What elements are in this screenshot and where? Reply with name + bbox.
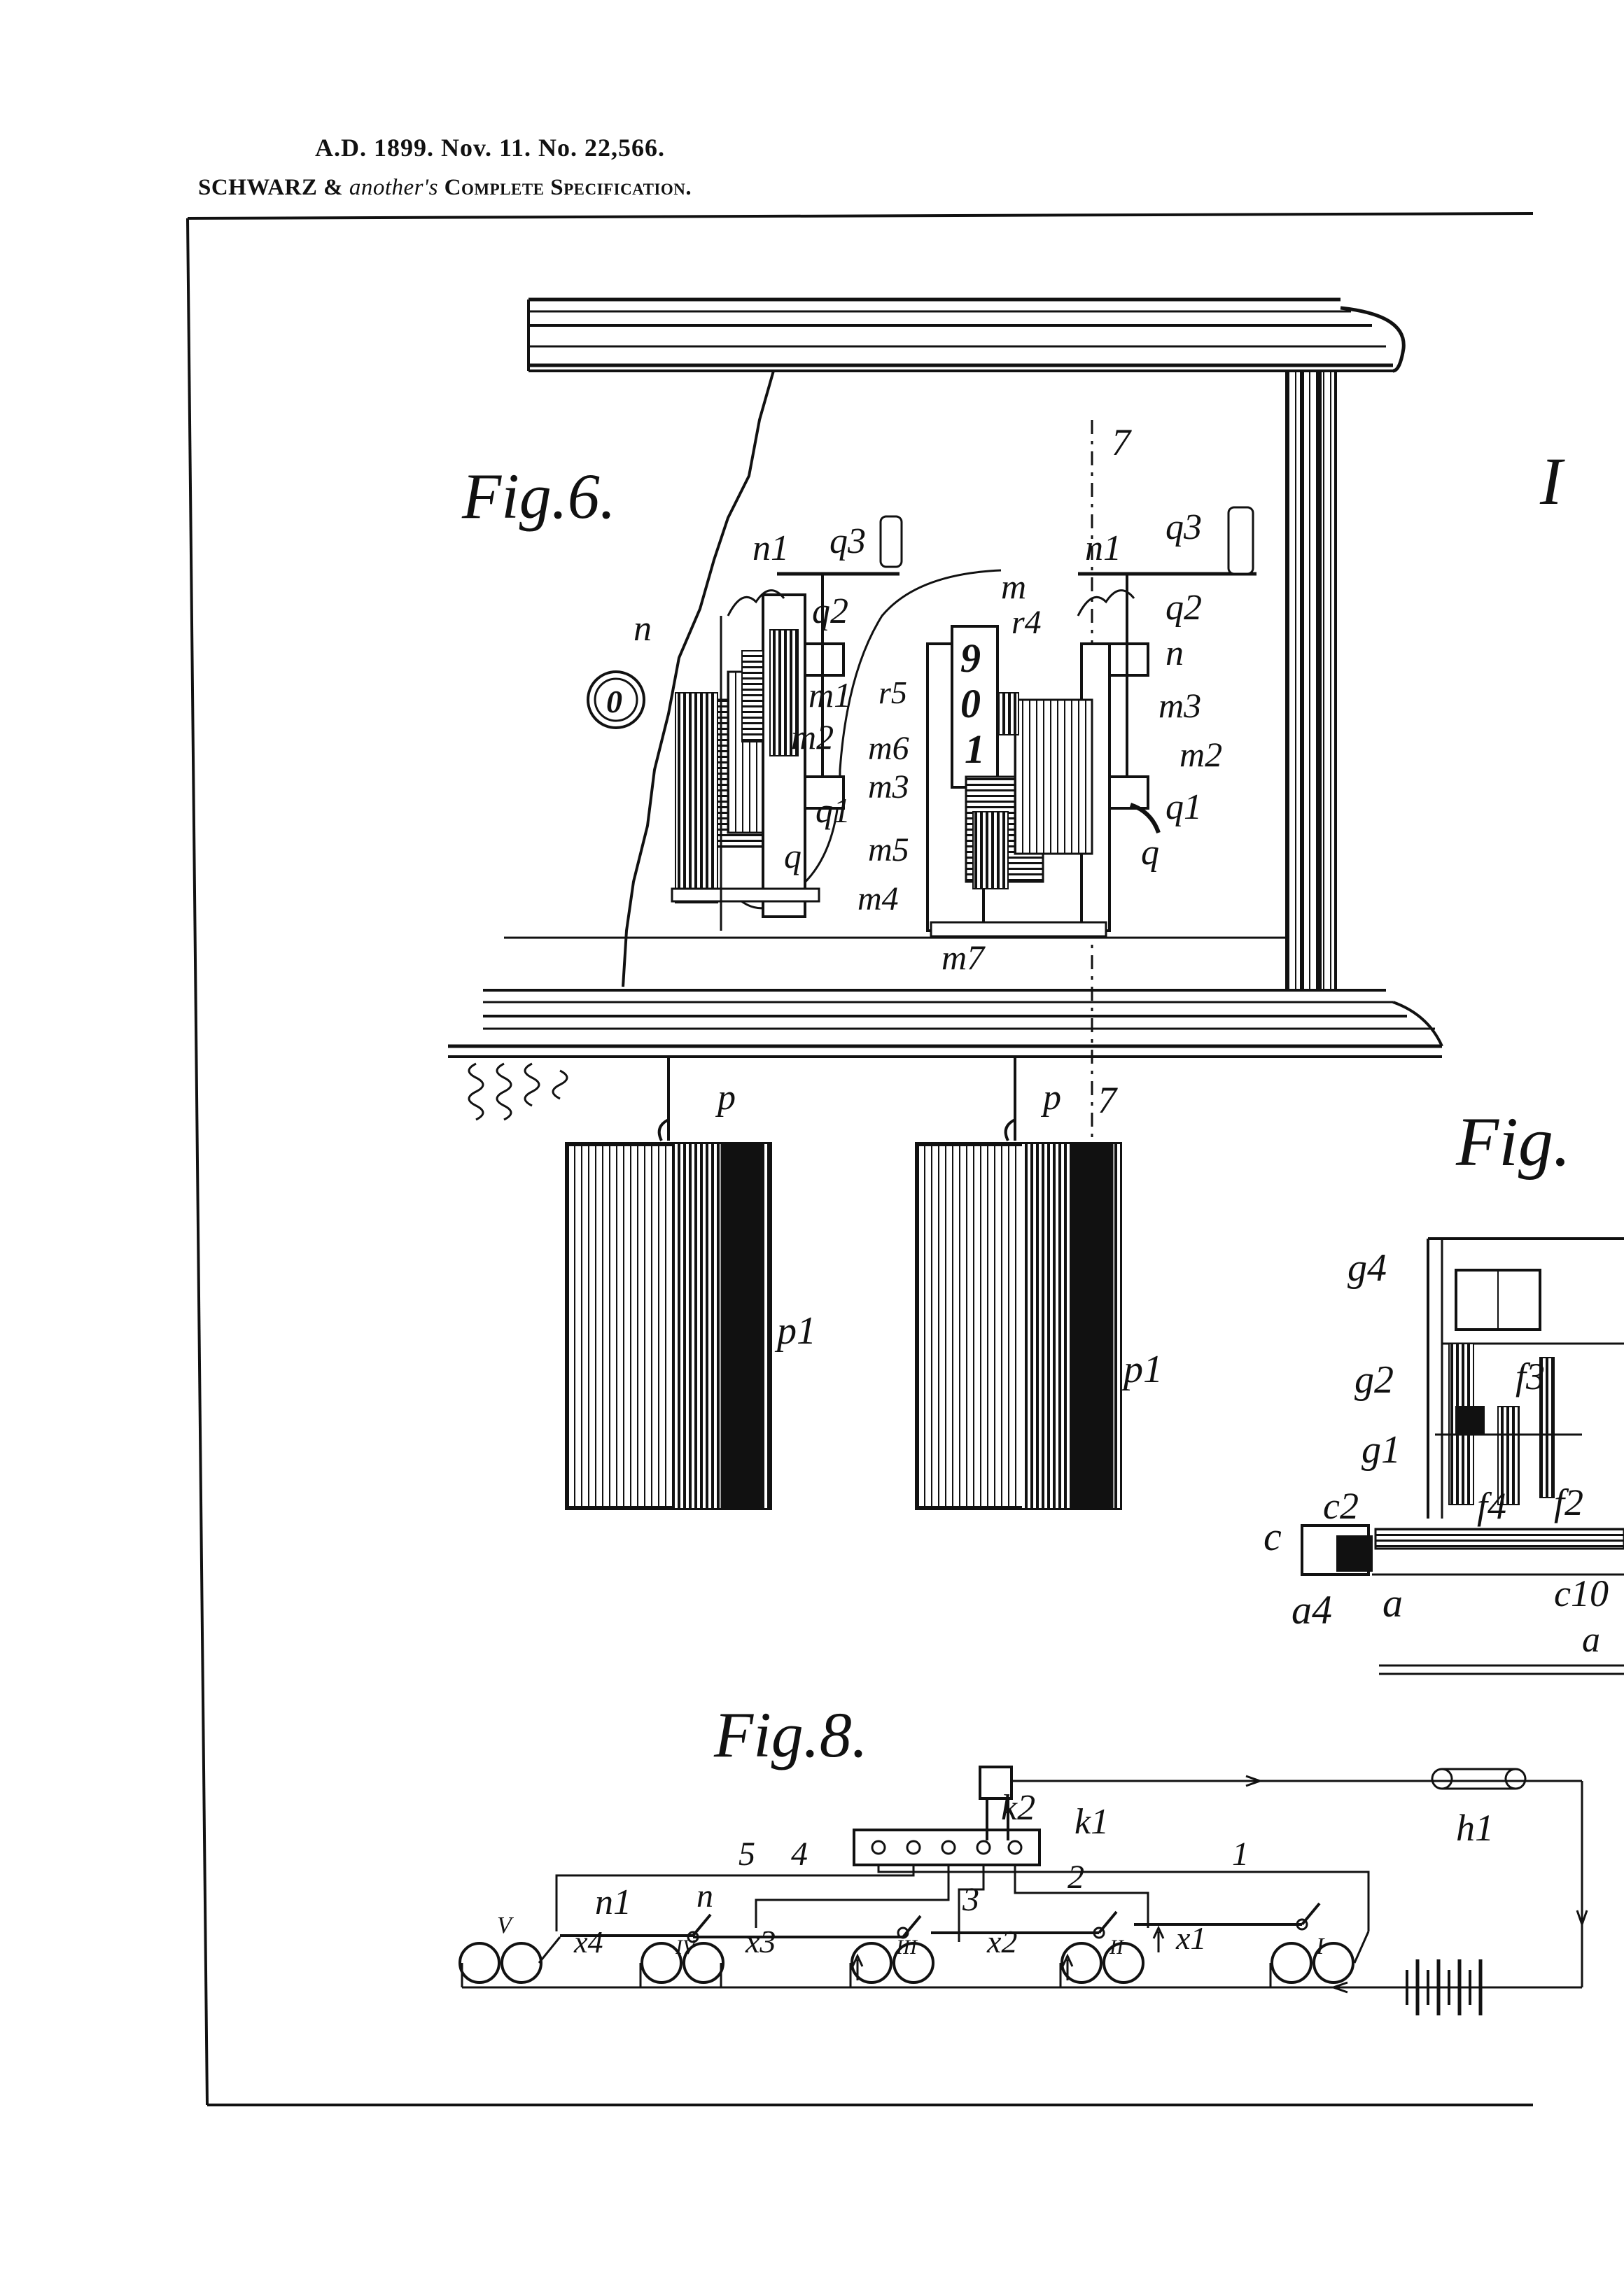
label-p-left: p [715, 1078, 736, 1118]
label-g2: g2 [1354, 1358, 1394, 1402]
coil-III [849, 1927, 934, 1987]
section-mark-top: 7 [1112, 421, 1132, 463]
cabinet-base [448, 936, 1443, 1058]
label-r5: r5 [878, 675, 907, 710]
label-n1-fig8: n1 [595, 1882, 631, 1922]
counter-digit-2: 0 [960, 681, 981, 726]
label-a: a [1382, 1580, 1403, 1626]
fig7-title: Fig. [1455, 1103, 1571, 1181]
right-counter-mechanism [926, 506, 1256, 938]
specification-title: SCHWARZ & another's Complete Specificati… [198, 175, 692, 201]
counter-digit-3: 1 [965, 726, 985, 772]
label-m2-right: m2 [1180, 735, 1222, 774]
right-weight [915, 1057, 1122, 1510]
roman-II: II [1109, 1936, 1125, 1959]
page-border [186, 212, 1534, 2106]
label-k1: k1 [1074, 1802, 1109, 1842]
wire-number-2: 2 [1068, 1859, 1084, 1896]
left-weight [565, 1057, 772, 1510]
label-g4: g4 [1348, 1246, 1387, 1290]
label-c: c [1264, 1514, 1282, 1559]
label-r4: r4 [1011, 604, 1042, 641]
figure-8-circuit: Fig.8. [458, 1699, 1588, 2015]
label-n1-left: n1 [752, 528, 789, 568]
cabinet-right-pillar [1285, 369, 1337, 992]
broken-away-line [622, 370, 775, 987]
label-p-right: p [1040, 1078, 1061, 1118]
cabinet-top-cornice [527, 297, 1406, 373]
coil-II [1059, 1925, 1165, 1987]
label-m5: m5 [868, 831, 909, 868]
section-mark-bottom: 7 [1098, 1079, 1118, 1121]
coil-I [1269, 1918, 1370, 1987]
label-m3-right: m3 [1158, 686, 1201, 725]
figure-7-partial: Fig. g4 g2 f3 g1 f4 f2 c2 c a4 a c10 a [1264, 1103, 1624, 1675]
label-m3-left: m3 [868, 768, 909, 805]
label-q1-right: q1 [1166, 787, 1202, 827]
specification-word: Complete Specification. [438, 175, 692, 200]
zero-disc-inner [594, 677, 638, 722]
label-m1-left: m1 [808, 675, 851, 714]
fig8-title: Fig.8. [713, 1699, 868, 1770]
wire-number-5: 5 [738, 1836, 755, 1873]
label-x2: x2 [986, 1924, 1017, 1959]
label-n-right: n [1166, 633, 1184, 673]
label-m4: m4 [858, 880, 899, 917]
wire-number-1: 1 [1232, 1836, 1249, 1873]
roman-IV: IV [675, 1936, 698, 1959]
edge-fragment-glyph: I [1539, 444, 1565, 519]
coil-IV [639, 1931, 724, 1987]
wire-number-3: 3 [962, 1881, 979, 1918]
label-q-left: q [784, 836, 802, 875]
zero-disc-label: 0 [606, 684, 622, 719]
patent-date-header: A.D. 1899. Nov. 11. No. 22,566. [315, 134, 666, 162]
label-a4: a4 [1292, 1587, 1332, 1633]
label-n-fig8: n [696, 1878, 713, 1915]
label-h1: h1 [1456, 1807, 1494, 1849]
label-p1-left: p1 [774, 1309, 816, 1353]
label-q3-left: q3 [830, 521, 866, 561]
label-g1: g1 [1362, 1428, 1401, 1472]
label-c10: c10 [1554, 1572, 1609, 1614]
label-m2-left: m2 [791, 717, 834, 756]
inventor-name: SCHWARZ & [198, 175, 349, 200]
label-x1: x1 [1175, 1920, 1206, 1956]
label-f2: f2 [1554, 1481, 1583, 1523]
label-x3: x3 [745, 1924, 776, 1959]
label-f3: f3 [1516, 1355, 1545, 1397]
roman-V: V [497, 1913, 514, 1938]
label-x4: x4 [573, 1925, 603, 1959]
label-m: m [1001, 567, 1026, 606]
label-p1-right: p1 [1121, 1348, 1163, 1391]
label-q2-left: q2 [812, 591, 848, 631]
roman-I: I [1315, 1934, 1325, 1959]
another-word: another's [349, 175, 438, 200]
figure-6: 9 0 1 0 Fig.6. 7 [448, 297, 1443, 1510]
coil-V [458, 1936, 561, 1987]
label-n-left: n [634, 609, 652, 649]
label-q1-left: q1 [816, 791, 850, 830]
label-q3-right: q3 [1166, 507, 1202, 547]
label-n1-right: n1 [1085, 528, 1121, 568]
label-q2-right: q2 [1166, 588, 1202, 628]
label-m6: m6 [868, 730, 909, 767]
coiled-wires [468, 1062, 568, 1121]
zero-disc-outer [587, 670, 645, 729]
label-f4: f4 [1477, 1485, 1506, 1527]
label-c2: c2 [1323, 1485, 1359, 1527]
fig6-title: Fig.6. [461, 460, 616, 532]
label-a-bottom: a [1582, 1620, 1600, 1660]
label-k2: k2 [1001, 1788, 1035, 1828]
label-m7: m7 [941, 938, 986, 977]
counter-digit-1: 9 [960, 635, 981, 681]
battery [1406, 1959, 1483, 2015]
label-q-right: q [1141, 833, 1159, 873]
wire-number-4: 4 [791, 1836, 808, 1873]
left-counter-mechanism [671, 515, 903, 931]
roman-III: III [895, 1936, 918, 1959]
